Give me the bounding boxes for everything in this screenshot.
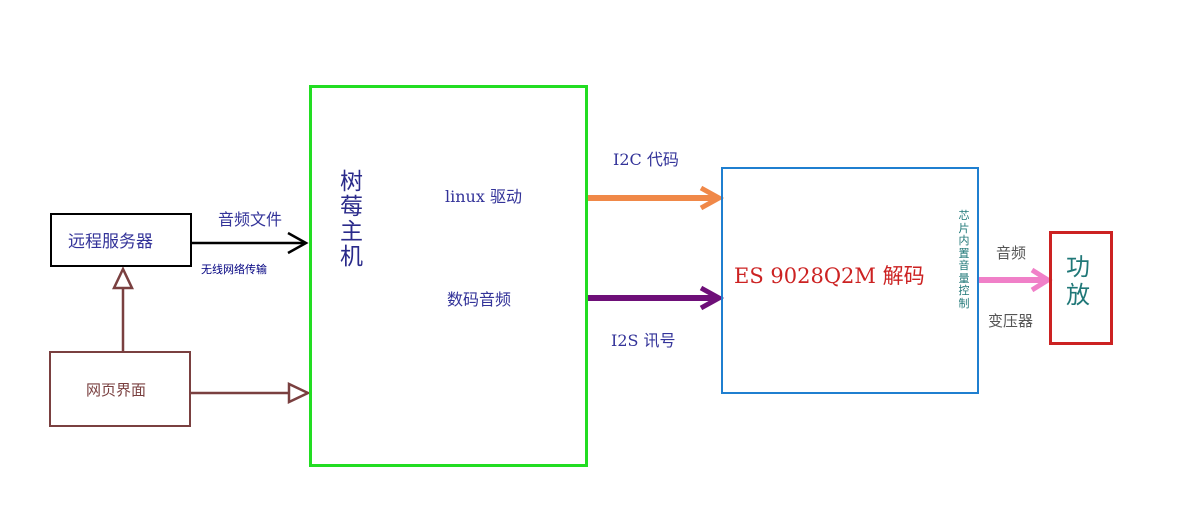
codec-box — [721, 167, 979, 394]
amplifier-box — [1049, 231, 1113, 345]
codec-label: ES 9028Q2M 解码 — [734, 264, 925, 288]
web-ui-label: 网页界面 — [86, 381, 147, 399]
pi-host-char: 树 — [340, 169, 363, 195]
web-to-pi-arrowhead — [287, 382, 311, 404]
pi-host-label: 树 莓 主 机 — [340, 170, 366, 270]
pi-host-char: 莓 — [340, 194, 363, 220]
amplifier-label: 功 放 — [1066, 253, 1096, 309]
amplifier-char: 放 — [1066, 281, 1090, 309]
amplifier-char: 功 — [1066, 253, 1090, 281]
audio-out-arrowhead — [1030, 267, 1053, 293]
web-to-remote-arrowhead — [112, 266, 134, 290]
chip-volume-char: 音 — [958, 259, 970, 272]
pi-host-char: 机 — [340, 244, 363, 270]
chip-volume-label: 芯 片 内 置 音 量 控 制 — [957, 209, 971, 310]
audio-label: 音频 — [996, 244, 1027, 262]
remote-server-box — [50, 213, 192, 267]
digital-audio-label: 数码音频 — [447, 290, 512, 309]
raspberry-pi-box — [309, 85, 588, 467]
audio-file-label: 音频文件 — [218, 210, 283, 229]
chip-volume-char: 芯 — [958, 209, 970, 222]
web-ui-box — [49, 351, 191, 427]
chip-volume-char: 片 — [958, 221, 970, 235]
chip-volume-char: 量 — [958, 271, 970, 285]
wireless-label: 无线网络传输 — [201, 263, 267, 276]
remote-server-label: 远程服务器 — [68, 232, 153, 252]
linux-driver-label: linux 驱动 — [445, 187, 522, 206]
chip-volume-char: 制 — [958, 296, 970, 310]
chip-volume-char: 置 — [958, 246, 970, 260]
i2c-arrowhead — [699, 185, 725, 211]
i2s-label: I2S 讯号 — [611, 331, 676, 350]
transformer-label: 变压器 — [988, 312, 1034, 330]
chip-volume-char: 控 — [958, 284, 970, 297]
pi-host-char: 主 — [340, 219, 363, 245]
audio-file-arrowhead — [287, 231, 309, 255]
chip-volume-char: 内 — [958, 234, 970, 247]
i2c-label: I2C 代码 — [613, 150, 679, 169]
i2s-arrowhead — [699, 285, 725, 311]
